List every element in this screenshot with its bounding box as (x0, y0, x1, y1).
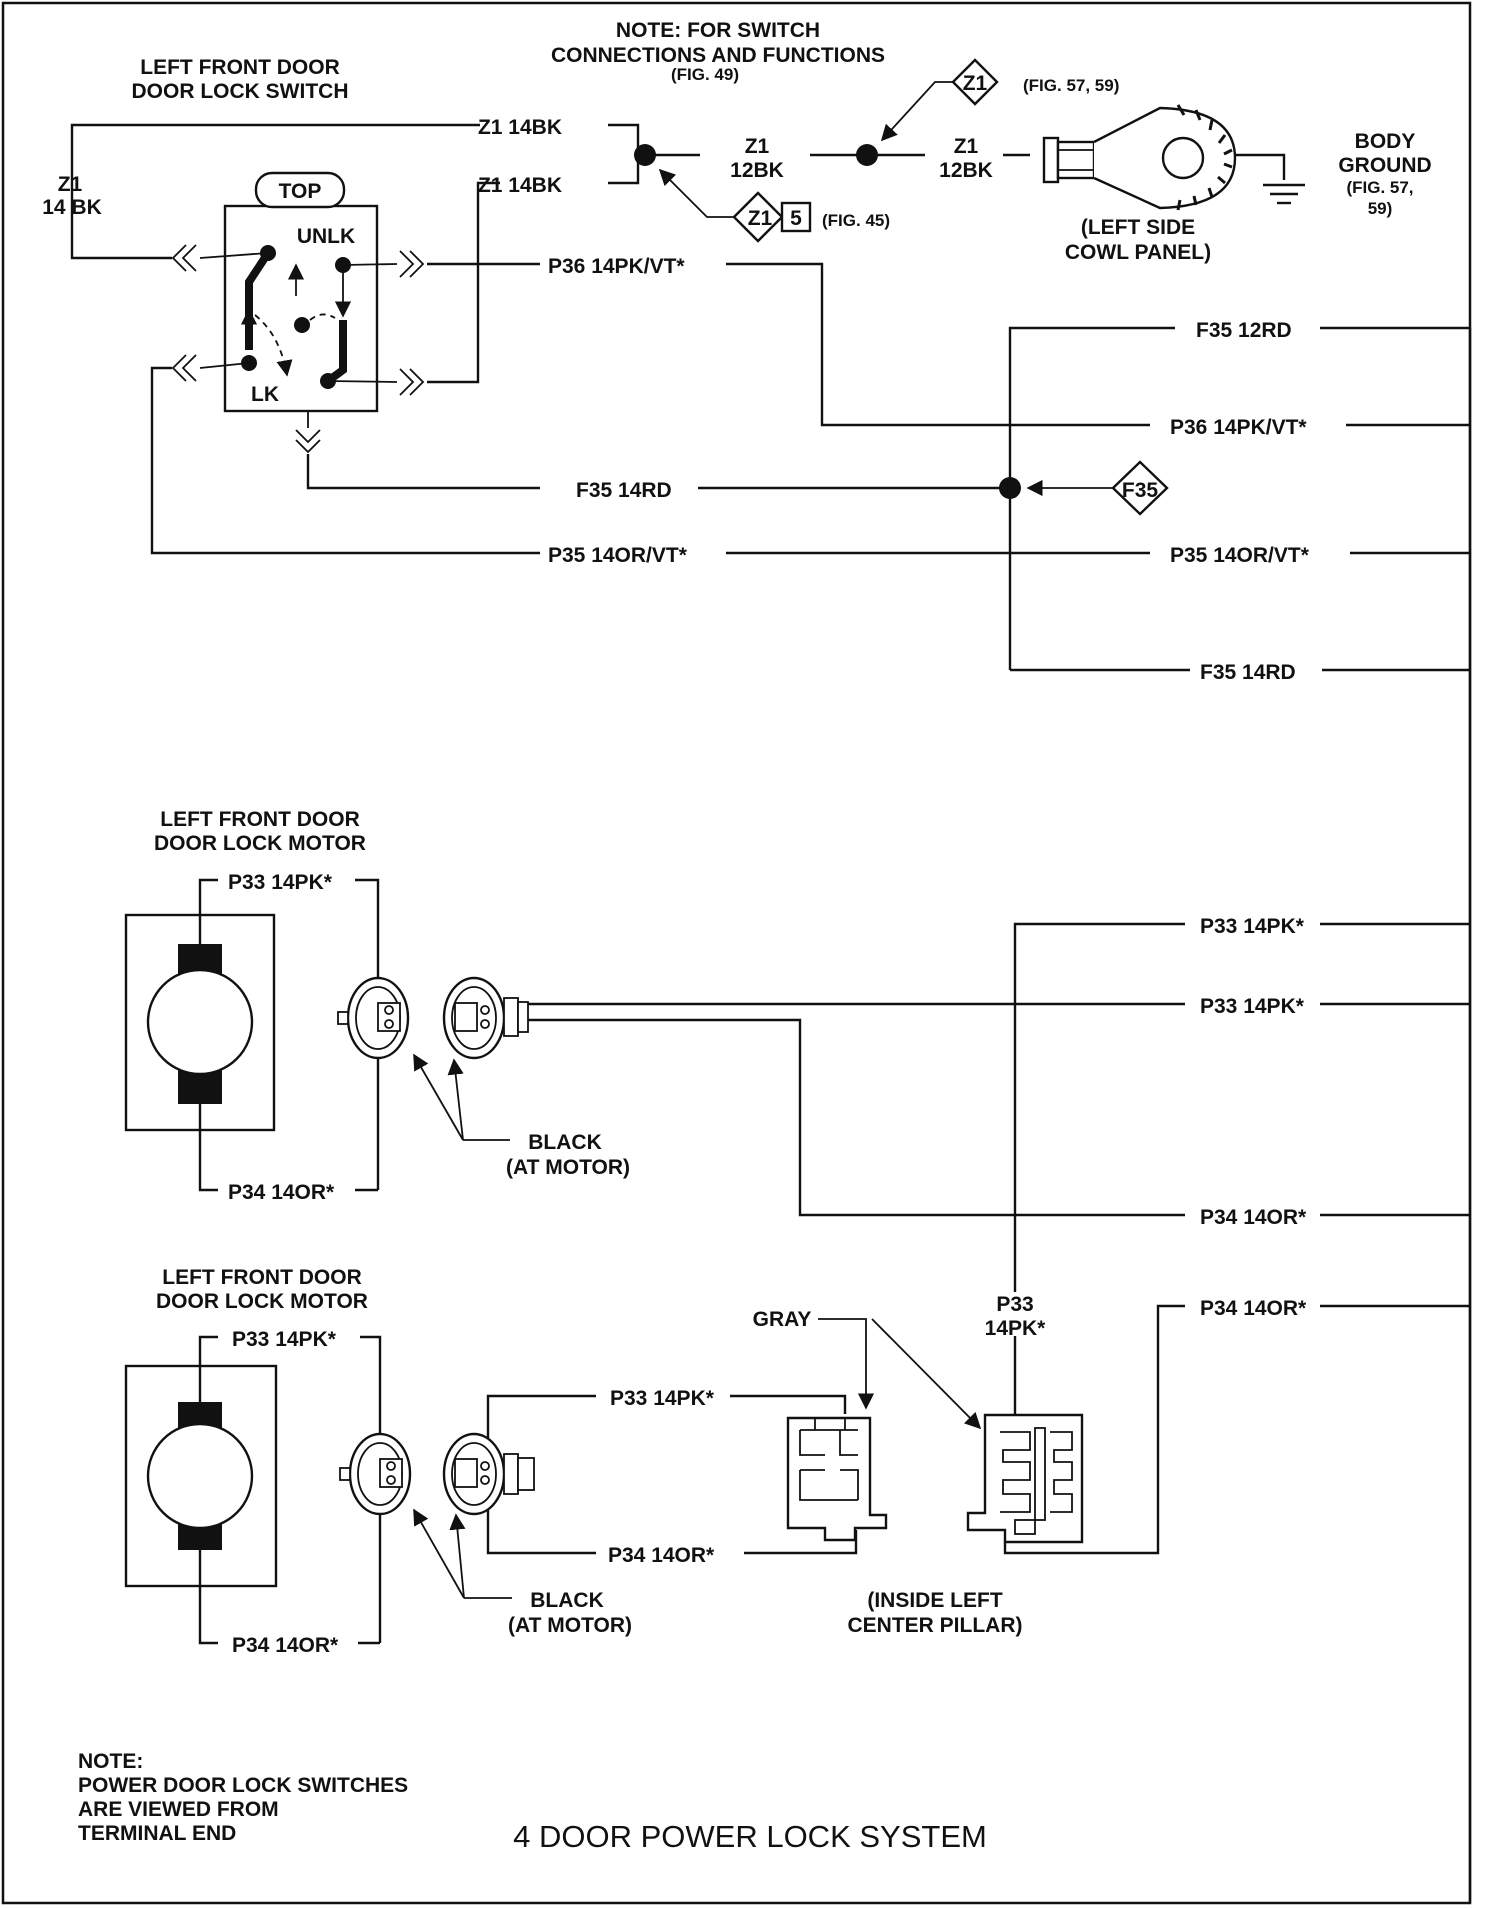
svg-text:NOTE:: NOTE: (78, 1750, 143, 1773)
svg-text:GRAY: GRAY (753, 1308, 812, 1331)
motor-1-title: LEFT FRONT DOOR DOOR LOCK MOTOR (154, 808, 366, 855)
motor-1-connector-black: BLACK (AT MOTOR) (337, 976, 630, 1179)
svg-text:(FIG. 49): (FIG. 49) (671, 65, 739, 84)
svg-text:F35 12RD: F35 12RD (1196, 319, 1292, 342)
svg-text:(AT MOTOR): (AT MOTOR) (506, 1156, 630, 1179)
door-lock-motor-1: P33 14PK* P34 14OR* (124, 871, 380, 1204)
gray-connector-callout: GRAY (753, 1308, 982, 1430)
svg-text:P33 14PK*: P33 14PK* (610, 1387, 715, 1410)
svg-text:Z1: Z1 (748, 207, 773, 230)
p36-circuit: P36 14PK/VT* P36 14PK/VT* (427, 255, 1470, 439)
svg-text:LEFT FRONT DOOR: LEFT FRONT DOOR (162, 1266, 361, 1289)
svg-text:POWER DOOR LOCK SWITCHES: POWER DOOR LOCK SWITCHES (78, 1774, 408, 1797)
page-title: 4 DOOR POWER LOCK SYSTEM (513, 1819, 987, 1854)
f35-splice-ref: F35 (1026, 460, 1169, 516)
cowl-panel-label: (LEFT SIDE COWL PANEL) (1065, 216, 1211, 264)
svg-text:LEFT FRONT DOOR: LEFT FRONT DOOR (160, 808, 359, 831)
svg-text:Z1: Z1 (745, 135, 770, 158)
p33-pillar-circuit: P33 14PK* P33 14PK* (985, 915, 1470, 1415)
svg-text:LK: LK (251, 383, 279, 406)
svg-text:F35 14RD: F35 14RD (1200, 661, 1296, 684)
svg-text:59): 59) (1368, 199, 1393, 218)
svg-text:CONNECTIONS AND FUNCTIONS: CONNECTIONS AND FUNCTIONS (551, 44, 885, 67)
z1-splice-ref-45: Z1 5 (FIG. 45) (658, 168, 890, 243)
svg-text:Z1 14BK: Z1 14BK (478, 174, 562, 197)
svg-text:P34 14OR*: P34 14OR* (1200, 1206, 1307, 1229)
switch-reference-note: NOTE: FOR SWITCH CONNECTIONS AND FUNCTIO… (551, 19, 885, 84)
svg-text:P34 14OR*: P34 14OR* (608, 1544, 715, 1567)
svg-text:(INSIDE LEFT: (INSIDE LEFT (867, 1589, 1003, 1612)
switch-top-tab (254, 171, 346, 209)
svg-text:12BK: 12BK (730, 159, 784, 182)
svg-text:Z1: Z1 (954, 135, 979, 158)
svg-text:P33: P33 (996, 1293, 1033, 1316)
p34-pillar-circuit: P34 14OR* (1003, 1297, 1470, 1555)
motor-2-title: LEFT FRONT DOOR DOOR LOCK MOTOR (156, 1266, 368, 1313)
svg-text:14PK*: 14PK* (985, 1317, 1047, 1340)
svg-text:ARE VIEWED FROM: ARE VIEWED FROM (78, 1798, 279, 1821)
svg-text:TERMINAL END: TERMINAL END (78, 1822, 236, 1845)
svg-text:(FIG. 57,: (FIG. 57, (1346, 178, 1413, 197)
svg-text:5: 5 (790, 207, 802, 230)
z1-ground-circuit: Z1 14BK Z1 14BK Z1 14 BK Z1 12BK Z1 12BK (42, 116, 1030, 384)
f35-circuit: F35 12RD F35 14RD F35 14RD (306, 319, 1470, 684)
svg-text:(LEFT SIDE: (LEFT SIDE (1081, 216, 1195, 239)
door-lock-switch: TOP UNLK LK (171, 171, 425, 454)
svg-text:P35 14OR/VT*: P35 14OR/VT* (548, 544, 688, 567)
svg-text:P36 14PK/VT*: P36 14PK/VT* (548, 255, 685, 278)
footer-note: NOTE: POWER DOOR LOCK SWITCHES ARE VIEWE… (78, 1750, 408, 1845)
svg-text:Z1: Z1 (963, 72, 988, 95)
svg-text:P34 14OR*: P34 14OR* (1200, 1297, 1307, 1320)
p35-circuit: P35 14OR/VT* P35 14OR/VT* (150, 366, 1470, 567)
svg-text:12BK: 12BK (939, 159, 993, 182)
svg-text:P34 14OR*: P34 14OR* (232, 1634, 339, 1657)
svg-text:CENTER PILLAR): CENTER PILLAR) (848, 1614, 1023, 1637)
svg-text:LEFT FRONT DOOR: LEFT FRONT DOOR (140, 56, 339, 79)
ground-eyelet (1042, 104, 1305, 211)
z1-splice-ref-57: Z1 (FIG. 57, 59) (880, 58, 1119, 142)
svg-text:P33 14PK*: P33 14PK* (1200, 915, 1305, 938)
svg-text:14 BK: 14 BK (42, 196, 102, 219)
svg-text:DOOR LOCK MOTOR: DOOR LOCK MOTOR (156, 1290, 368, 1313)
svg-text:P33 14PK*: P33 14PK* (228, 871, 333, 894)
svg-text:UNLK: UNLK (297, 225, 355, 248)
pillar-connector-gray-right (966, 1413, 1084, 1544)
svg-text:COWL PANEL): COWL PANEL) (1065, 241, 1211, 264)
svg-text:DOOR LOCK SWITCH: DOOR LOCK SWITCH (132, 80, 349, 103)
p33-p34-motor2-circuit: P33 14PK* P34 14OR* (486, 1387, 858, 1567)
p33-p34-motor1-circuit: P33 14PK* P34 14OR* (528, 995, 1470, 1229)
svg-text:Z1 14BK: Z1 14BK (478, 116, 562, 139)
splice-dot (634, 144, 656, 166)
svg-text:F35 14RD: F35 14RD (576, 479, 672, 502)
pillar-location-label: (INSIDE LEFT CENTER PILLAR) (848, 1589, 1023, 1637)
svg-text:P35 14OR/VT*: P35 14OR/VT* (1170, 544, 1310, 567)
svg-text:GROUND: GROUND (1338, 154, 1431, 177)
door-lock-switch-title: LEFT FRONT DOOR DOOR LOCK SWITCH (132, 56, 349, 103)
svg-text:BODY: BODY (1355, 130, 1416, 153)
svg-text:F35: F35 (1122, 479, 1159, 502)
splice-dot (856, 144, 878, 166)
svg-text:NOTE: FOR SWITCH: NOTE: FOR SWITCH (616, 19, 820, 42)
motor-2-connector-black: BLACK (AT MOTOR) (339, 1432, 632, 1637)
svg-text:(FIG. 45): (FIG. 45) (822, 211, 890, 230)
svg-text:P33 14PK*: P33 14PK* (1200, 995, 1305, 1018)
body-ground-label: BODY GROUND (FIG. 57, 59) (1338, 130, 1431, 218)
svg-text:(FIG. 57, 59): (FIG. 57, 59) (1023, 76, 1119, 95)
svg-text:DOOR LOCK MOTOR: DOOR LOCK MOTOR (154, 832, 366, 855)
pillar-connector-gray-left (786, 1416, 888, 1542)
svg-text:(AT MOTOR): (AT MOTOR) (508, 1614, 632, 1637)
svg-text:P36 14PK/VT*: P36 14PK/VT* (1170, 416, 1307, 439)
svg-text:Z1: Z1 (58, 173, 83, 196)
svg-text:BLACK: BLACK (530, 1589, 604, 1612)
svg-text:BLACK: BLACK (528, 1131, 602, 1154)
svg-text:TOP: TOP (279, 180, 322, 203)
svg-text:P34 14OR*: P34 14OR* (228, 1181, 335, 1204)
svg-text:P33 14PK*: P33 14PK* (232, 1328, 337, 1351)
door-lock-motor-2: P33 14PK* P34 14OR* (124, 1328, 382, 1657)
splice-dot (999, 477, 1021, 499)
